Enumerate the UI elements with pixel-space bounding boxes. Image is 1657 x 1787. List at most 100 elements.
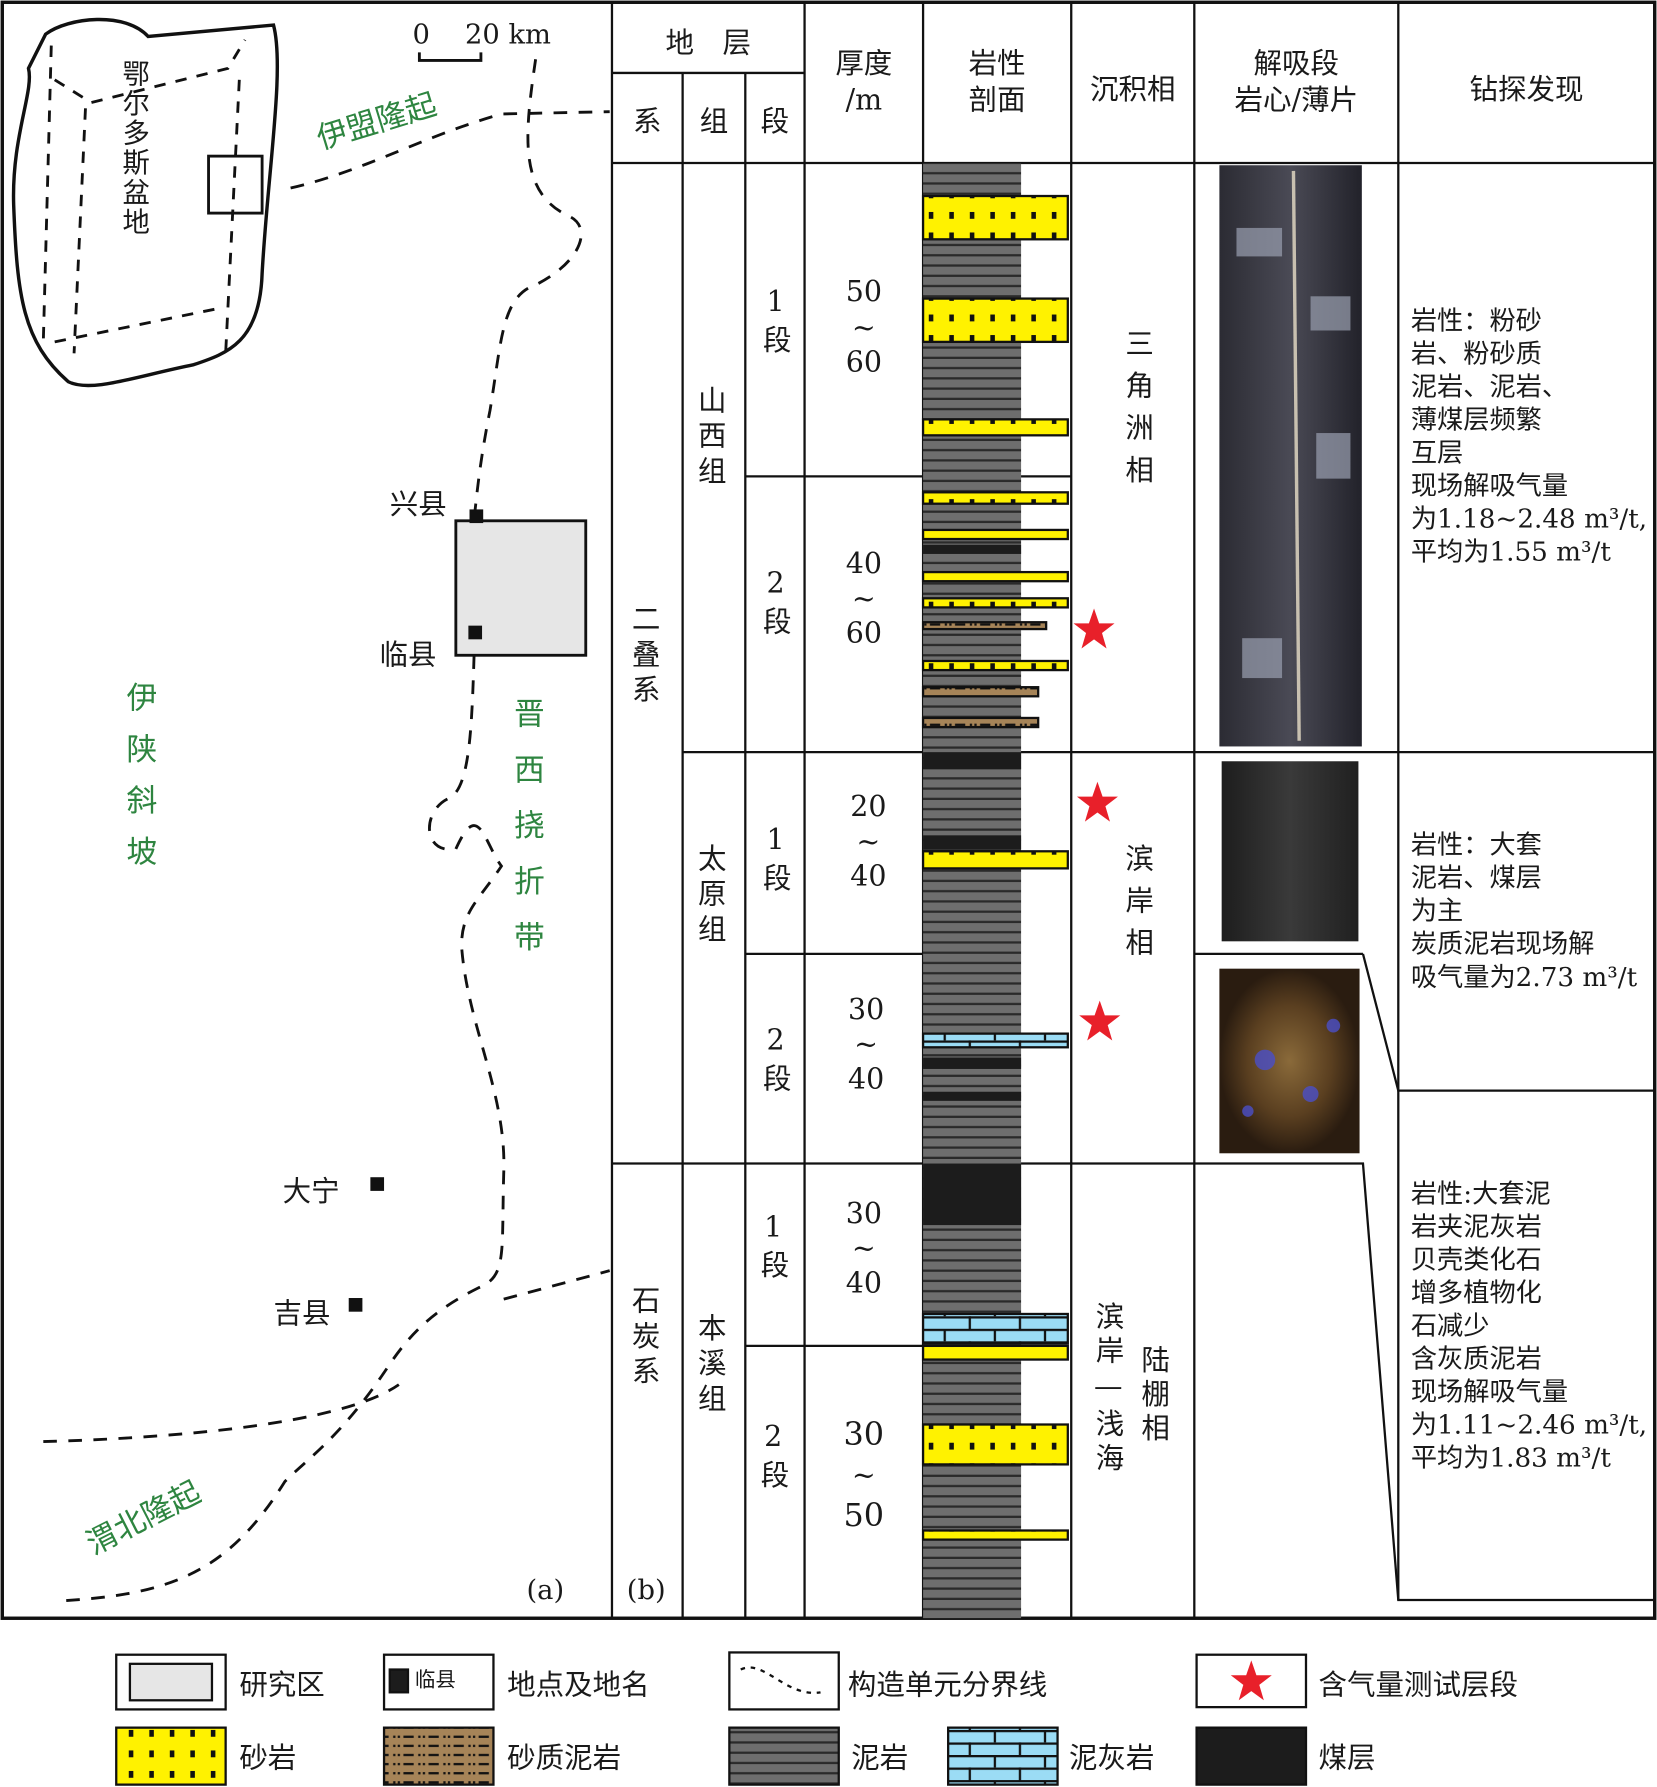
sandstone-layer [921, 1344, 1069, 1361]
thickness-max: 40 [850, 859, 887, 893]
star-icon [1076, 781, 1118, 822]
sandstone-layer [921, 528, 1069, 541]
findings-line: 石减少 [1410, 1311, 1490, 1342]
facies-shore: 滨岸相 [1121, 843, 1155, 970]
thickness-max: 40 [847, 1062, 885, 1096]
legend [115, 1651, 1308, 1786]
header-facies: 沉积相 [1090, 72, 1176, 106]
findings-line: 现场解吸气量 [1410, 1377, 1569, 1408]
thickness-sep: ~ [851, 1231, 876, 1265]
basin-internal-boundaries [41, 39, 247, 354]
member-label: 2段 [756, 1419, 790, 1496]
facies-delta: 三角洲相 [1121, 328, 1155, 497]
sandstone-layer [921, 1529, 1069, 1541]
findings-line: 吸气量为2.73 m³/t [1410, 962, 1638, 993]
findings-line: 岩性:大套泥 [1410, 1179, 1551, 1210]
findings-taiyuan: 岩性：大套 泥岩、煤层 为主 炭质泥岩现场解 吸气量为2.73 m³/t [1411, 830, 1656, 995]
thickness-sep: ~ [856, 825, 881, 859]
thickness-sep: ~ [851, 582, 876, 616]
town-daning: 大宁 [282, 1174, 340, 1208]
header-system: 系 [633, 104, 662, 138]
sandstone-layer [921, 597, 1069, 609]
tectonic-boundaries [43, 59, 611, 1603]
sandy-mudstone-pattern [382, 1726, 495, 1786]
findings-line: 泥岩、煤层 [1410, 863, 1542, 894]
facies-shore-shallow-sea: 滨岸—浅海 [1091, 1301, 1125, 1477]
thickness-min: 30 [843, 1415, 885, 1454]
location-icon [468, 625, 483, 640]
findings-line: 为1.11~2.46 m³/t, [1410, 1410, 1648, 1441]
town-xingxian: 兴县 [389, 487, 447, 521]
findings-line: 岩性：大套 [1410, 830, 1542, 861]
legend-label: 泥灰岩 [1068, 1741, 1155, 1775]
findings-line: 为1.18~2.48 m³/t, [1410, 504, 1648, 535]
boundary-line-icon [728, 1651, 840, 1711]
location-icon [469, 509, 484, 524]
core-photos [1219, 165, 1362, 1154]
facies-shelf: 陆棚相 [1137, 1344, 1171, 1448]
legend-label: 砂岩 [239, 1741, 297, 1775]
legend-label: 含气量测试层段 [1318, 1668, 1518, 1702]
star-icon [1230, 1660, 1272, 1701]
header-thickness: 厚度 [835, 46, 893, 80]
thickness-min: 40 [845, 547, 882, 581]
member-label: 1段 [756, 1210, 790, 1286]
mudstone-pattern [728, 1726, 840, 1786]
scale-value: 20 km [464, 18, 551, 51]
findings-shanxi: 岩性：粉砂 岩、粉砂质 泥岩、泥岩、 薄煤层频繁 互层 现场解吸气量 为1.18… [1411, 305, 1656, 569]
legend-label: 研究区 [239, 1668, 325, 1702]
findings-line: 炭质泥岩现场解 [1410, 929, 1595, 960]
sandy-mudstone-layer [921, 686, 1040, 698]
findings-benxi: 岩性:大套泥 岩夹泥灰岩 贝壳类化石 增多植物化 石减少 含灰质泥岩 现场解吸气… [1411, 1178, 1656, 1475]
coal-pattern [1195, 1726, 1308, 1786]
header-findings: 钻探发现 [1469, 72, 1584, 106]
thickness-min: 30 [847, 992, 885, 1026]
frame [0, 0, 1657, 1620]
thickness-min: 20 [850, 789, 887, 823]
system-permian: 二叠系 [627, 603, 661, 710]
marl-layer [921, 1032, 1069, 1049]
findings-line: 增多植物化 [1410, 1278, 1542, 1309]
town-jixian: 吉县 [273, 1296, 331, 1330]
sandstone-layer [921, 1423, 1069, 1466]
legend-label: 泥岩 [851, 1741, 909, 1775]
coal-layer [923, 752, 1022, 770]
thickness-max: 60 [845, 345, 882, 379]
formation-taiyuan: 太原组 [694, 843, 728, 950]
header-lithology-2: 剖面 [968, 83, 1026, 117]
header-strata: 地 层 [665, 26, 752, 60]
thickness-min: 30 [845, 1196, 882, 1230]
member-label: 2段 [758, 1023, 793, 1099]
legend-label: 砂质泥岩 [507, 1741, 622, 1775]
findings-line: 岩夹泥灰岩 [1410, 1212, 1542, 1243]
star-icon [1079, 1000, 1121, 1041]
findings-line: 为主 [1410, 896, 1464, 927]
sandstone-layer [921, 659, 1069, 672]
town-linxian: 临县 [379, 638, 437, 672]
ordos-basin-outline [11, 17, 280, 388]
thin-section-photo [1219, 968, 1360, 1154]
findings-line: 薄煤层频繁 [1410, 405, 1542, 436]
study-area-locator [207, 154, 264, 215]
legend-label: 煤层 [1318, 1741, 1376, 1775]
sandy-mudstone-layer [921, 716, 1040, 729]
marl-pattern [947, 1726, 1059, 1786]
findings-line: 岩性：粉砂 [1410, 306, 1542, 337]
formation-benxi: 本溪组 [694, 1312, 728, 1419]
legend-label: 地点及地名 [507, 1668, 650, 1702]
coal-layer [923, 835, 1022, 850]
slope-label: 伊陕斜坡 [120, 681, 157, 887]
star-icon [1073, 608, 1115, 649]
thickness-sep: ~ [854, 1027, 879, 1061]
location-icon [370, 1177, 385, 1191]
findings-line: 平均为1.83 m³/t [1410, 1443, 1611, 1474]
marl-layer [921, 1312, 1069, 1345]
sandstone-layer [921, 850, 1069, 870]
sandstone-layer [921, 297, 1069, 344]
legend-label: 构造单元分界线 [847, 1668, 1048, 1702]
mudstone-layer [923, 162, 1022, 1619]
thickness-min: 50 [845, 274, 882, 308]
findings-line: 贝壳类化石 [1410, 1245, 1542, 1276]
thickness-sep: ~ [851, 311, 876, 345]
